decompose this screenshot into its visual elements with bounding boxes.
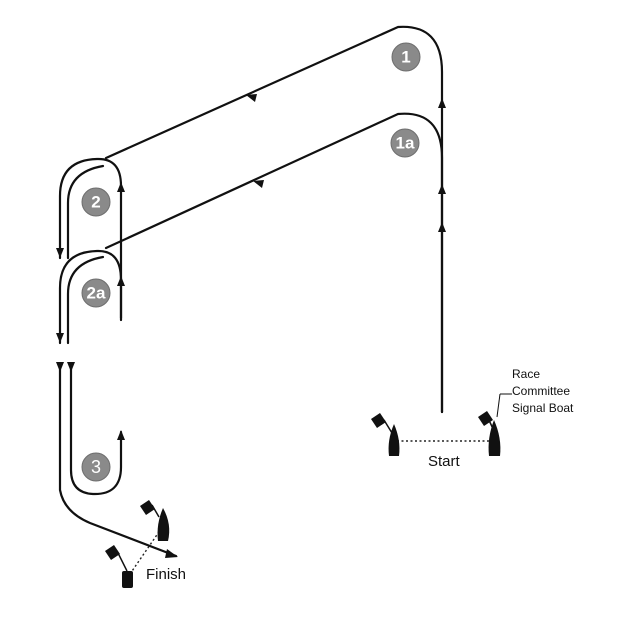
mark-2-badge: 2 <box>81 187 111 217</box>
signal-boat-label-line2: Committee <box>512 384 570 398</box>
finish-line <box>129 525 164 575</box>
finish-boat <box>140 500 170 541</box>
mark-3-badge: 3 <box>81 452 111 482</box>
rounding-mark-2-inner <box>66 164 105 260</box>
course-leg-1 <box>104 25 444 414</box>
course-leg-1a <box>104 112 444 414</box>
signal-boat-label-line1: Race <box>512 367 540 381</box>
arrow-down-2a <box>56 333 64 343</box>
finish-pin-buoy <box>105 545 133 588</box>
arrow-up-2 <box>117 182 125 192</box>
signal-boat <box>478 411 501 456</box>
arrow-up-start <box>438 222 446 232</box>
signal-boat-label-line3: Signal Boat <box>512 401 574 415</box>
arrow-up-2a <box>117 276 125 286</box>
mark-3-label: 3 <box>91 457 101 477</box>
mark-1a-badge: 1a <box>390 128 420 158</box>
mark-2a-label: 2a <box>87 284 106 303</box>
start-pin-boat <box>371 413 400 456</box>
rounding-mark-2a <box>58 249 123 345</box>
mark-2-label: 2 <box>91 193 100 212</box>
arrow-down-3b <box>67 362 75 372</box>
arrow-up-1 <box>438 98 446 108</box>
mark-1a-label: 1a <box>396 134 415 153</box>
arrow-leg-1 <box>246 94 257 102</box>
arrow-down-3a <box>56 362 64 372</box>
arrow-up-3 <box>117 430 125 440</box>
rounding-mark-2 <box>58 157 123 320</box>
mark-1-label: 1 <box>401 48 410 67</box>
arrow-up-1a <box>438 184 446 194</box>
start-label: Start <box>428 453 461 470</box>
mark-1-badge: 1 <box>391 42 421 72</box>
rounding-mark-2a-inner <box>66 255 105 345</box>
final-leg <box>58 366 178 558</box>
arrow-leg-1a <box>253 180 264 188</box>
finish-label: Finish <box>146 566 186 583</box>
arrow-down-2 <box>56 248 64 258</box>
mark-3-rounding <box>69 366 123 496</box>
arrow-finish <box>165 549 178 558</box>
mark-2a-badge: 2a <box>81 278 111 308</box>
